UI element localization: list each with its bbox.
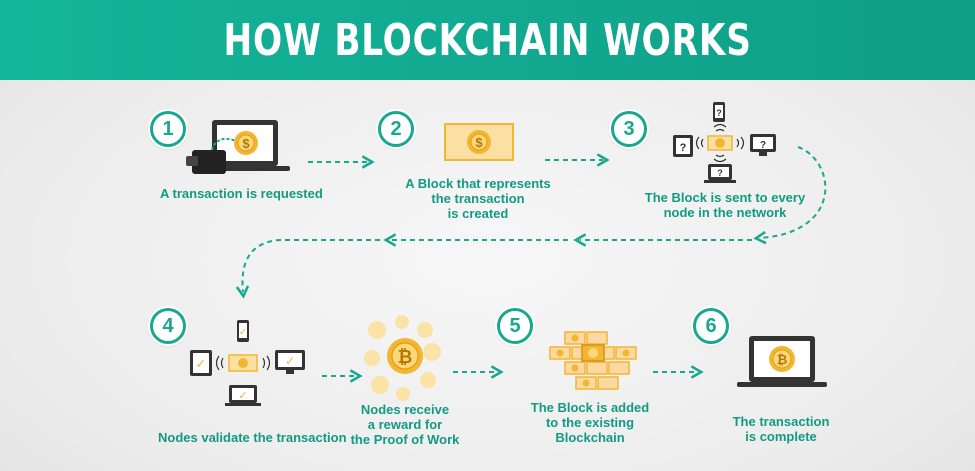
svg-text:$: $: [242, 136, 250, 151]
svg-text:?: ?: [716, 108, 722, 118]
arrow-return-to-4: [235, 239, 380, 299]
svg-text:₿: ₿: [398, 347, 413, 367]
laptop-wallet-coin-icon: $: [186, 120, 290, 174]
page-title: HOW BLOCKCHAIN WORKS: [223, 14, 752, 66]
step-3-caption: The Block is sent to every node in the n…: [644, 190, 806, 220]
blockchain-bricks-icon: [549, 331, 637, 390]
step-1-number: 1: [150, 111, 186, 147]
step-6-number: 6: [693, 308, 729, 344]
step-2-caption: A Block that represents the transaction …: [405, 176, 551, 221]
network-validate-icon: ✓ ✓ ✓ ✓: [190, 320, 305, 406]
step-5-caption: The Block is added to the existing Block…: [530, 400, 650, 445]
step-2-number: 2: [378, 111, 414, 147]
title-banner: HOW BLOCKCHAIN WORKS: [0, 0, 975, 80]
svg-text:✓: ✓: [238, 390, 247, 402]
flow-arrows: [235, 146, 827, 383]
step-4-number: 4: [150, 308, 186, 344]
svg-text:✓: ✓: [196, 356, 207, 371]
svg-text:₿: ₿: [777, 352, 788, 367]
svg-text:?: ?: [680, 142, 687, 154]
svg-text:?: ?: [760, 140, 766, 151]
dollar-block-icon: $: [444, 123, 514, 161]
step-6-caption: The transaction is complete: [732, 414, 830, 444]
step-5-number: 5: [497, 308, 533, 344]
step-3-number: 3: [611, 111, 647, 147]
bitcoin-reward-icon: ₿: [364, 315, 441, 401]
step-4-caption: Nodes validate the transaction: [158, 430, 347, 445]
blockchain-coin-marks: [556, 334, 630, 387]
svg-text:?: ?: [717, 168, 723, 178]
svg-text:$: $: [475, 135, 483, 150]
svg-text:✓: ✓: [239, 327, 247, 338]
svg-text:✓: ✓: [285, 354, 295, 368]
laptop-bitcoin-icon: ₿: [737, 336, 827, 387]
network-broadcast-icon: ? ? ? ?: [673, 102, 776, 183]
reward-caption: Nodes receive a reward for the Proof of …: [350, 402, 460, 447]
step-1-caption: A transaction is requested: [160, 186, 323, 201]
